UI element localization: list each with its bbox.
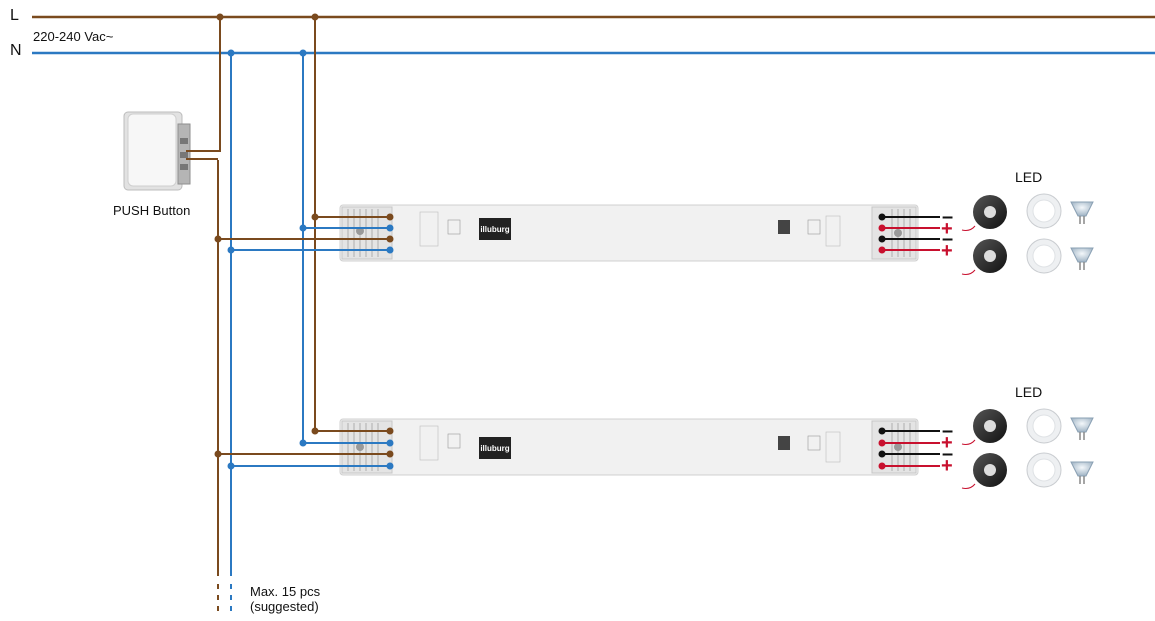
brand-badge-top bbox=[479, 218, 511, 240]
max-pcs-label: Max. 15 pcs bbox=[250, 584, 321, 599]
led-strip-reel-icon bbox=[961, 409, 1007, 445]
led-strip-reel-icon bbox=[961, 239, 1007, 275]
downlight-icon bbox=[1026, 238, 1062, 274]
plus-symbol: + bbox=[941, 218, 953, 240]
driver-top-output-wires bbox=[878, 213, 940, 254]
spot-bulb-icon bbox=[1070, 461, 1094, 484]
led-strip-reel-icon bbox=[961, 453, 1007, 489]
led-label-top: LED bbox=[1015, 169, 1043, 185]
minus-symbol: – bbox=[942, 228, 953, 250]
spot-bulb-icon bbox=[1070, 201, 1094, 224]
downlight-icon bbox=[1026, 193, 1062, 229]
driver-top-input-terminal bbox=[341, 206, 393, 260]
downlight-icon bbox=[1026, 452, 1062, 488]
brand-badge-bottom bbox=[479, 437, 511, 459]
plus-symbol: + bbox=[941, 240, 953, 262]
brand-label-top: illuburg bbox=[480, 225, 509, 234]
neutral-line-label: N bbox=[10, 42, 22, 59]
minus-symbol: – bbox=[942, 420, 953, 442]
brand-label-bottom: illuburg bbox=[480, 444, 509, 453]
driver-top-input-wires bbox=[218, 213, 394, 254]
plus-symbol: + bbox=[941, 455, 953, 477]
suggested-label: (suggested) bbox=[250, 599, 319, 614]
driver-top-output-terminal bbox=[871, 206, 917, 260]
driver-top bbox=[339, 204, 919, 262]
polarity-markers: – + – + – + – + bbox=[941, 206, 953, 477]
downlight-icon bbox=[1026, 408, 1062, 444]
driver-bottom-input-wires bbox=[218, 427, 394, 470]
plus-symbol: + bbox=[941, 432, 953, 454]
minus-symbol: – bbox=[942, 206, 953, 228]
driver-bottom bbox=[339, 418, 919, 476]
spot-bulb-icon bbox=[1070, 417, 1094, 440]
driver-bottom-output-wires bbox=[878, 427, 940, 470]
minus-symbol: – bbox=[942, 443, 953, 465]
push-button-switch bbox=[123, 111, 220, 191]
spot-bulb-icon bbox=[1070, 247, 1094, 270]
led-label-bottom: LED bbox=[1015, 384, 1043, 400]
led-strip-reel-icon bbox=[961, 195, 1007, 231]
voltage-label: 220-240 Vac~ bbox=[33, 29, 114, 44]
live-line-label: L bbox=[10, 7, 19, 24]
push-button-label: PUSH Button bbox=[113, 203, 191, 218]
